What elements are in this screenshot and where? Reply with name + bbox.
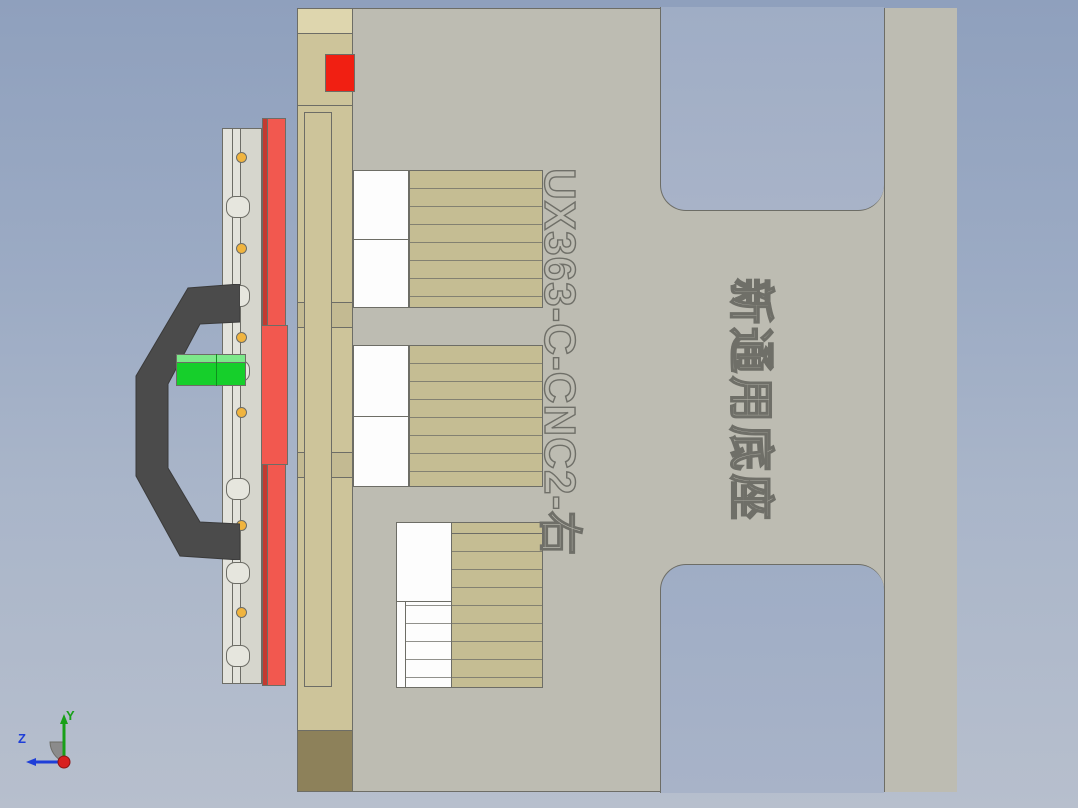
column-red-slot (325, 54, 355, 92)
clamp-arm-middle-white-divider (353, 416, 409, 417)
chinese-note-label: 新通用底座 (723, 277, 779, 524)
slot-hole (226, 562, 250, 584)
fastener-hole (236, 152, 247, 163)
fixture-backing-plate (304, 112, 332, 687)
base-plate-right-edge (884, 8, 957, 792)
axis-triad-gizmo[interactable] (14, 700, 110, 796)
dark-handle (128, 283, 241, 561)
axis-triad[interactable]: Y Z (14, 700, 110, 796)
fastener-hole (236, 243, 247, 254)
axis-z-label: Z (18, 731, 26, 746)
clamp-arm-top-yellow-body (409, 170, 543, 308)
green-pin-edge (216, 354, 217, 386)
glass-plate-divider (232, 128, 233, 684)
green-locating-pin-highlight (176, 354, 246, 363)
column-divider-line (297, 105, 353, 106)
red-clamp-plate-midsection (260, 325, 288, 465)
column-bottom-segment (297, 730, 353, 792)
axis-y-label: Y (66, 708, 75, 723)
part-code-label: UX363-C-CNC2-右 (534, 167, 584, 557)
slot-hole (226, 645, 250, 667)
clamp-arm-middle-yellow-body (409, 345, 543, 487)
dark-handle-shape (135, 283, 241, 561)
clamp-arm-top-white-divider (353, 239, 409, 240)
base-plate-notch-top (660, 7, 884, 211)
slot-hole (226, 196, 250, 218)
fastener-hole (236, 607, 247, 618)
glass-plate-inner (240, 128, 262, 684)
column-top-segment (297, 8, 353, 34)
clamp-arm-bottom-white-upper (396, 522, 452, 602)
slot-hole (226, 478, 250, 500)
fastener-hole (236, 332, 247, 343)
fastener-hole (236, 407, 247, 418)
base-plate-notch-bottom (660, 564, 884, 793)
